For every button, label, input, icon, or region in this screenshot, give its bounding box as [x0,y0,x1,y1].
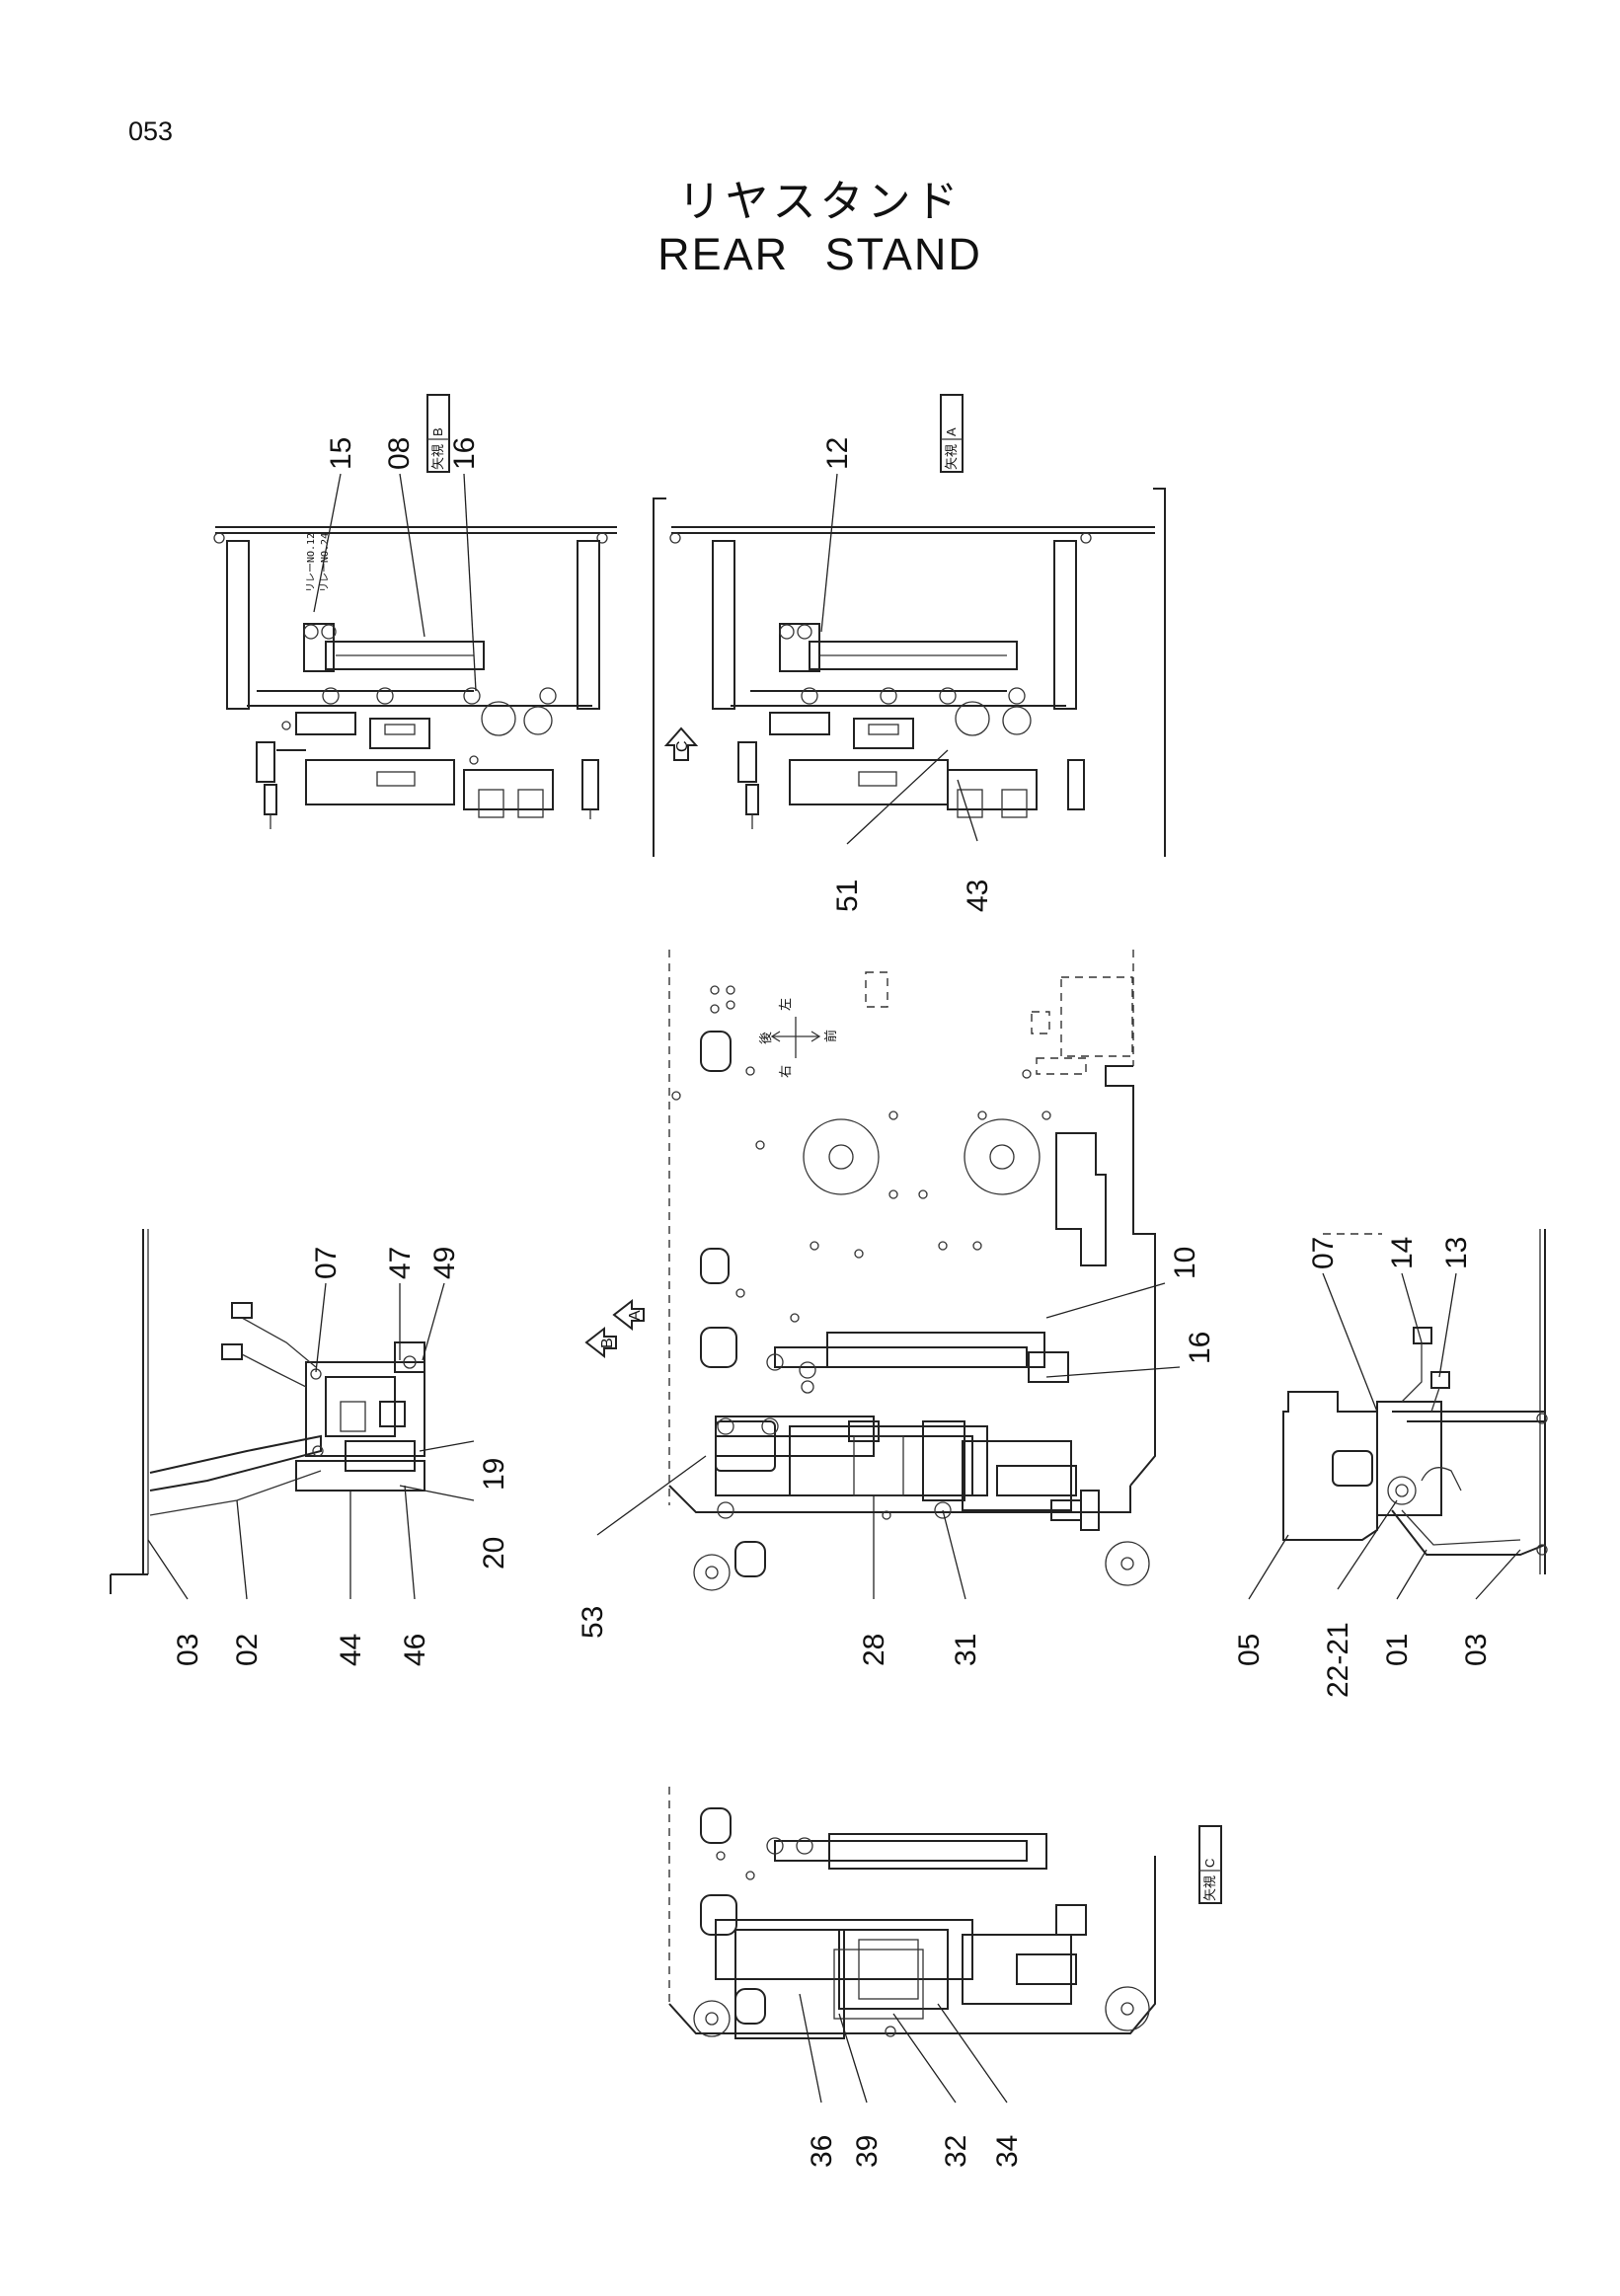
callout-14: 14 [1386,1237,1419,1269]
view-b-drawing [213,526,617,829]
callout-16-m: 16 [1184,1332,1216,1364]
svg-text:前: 前 [823,1030,839,1042]
callout-05: 05 [1233,1634,1266,1666]
page-number: 053 [128,116,174,146]
direction-indicator: 前 後 左 右 [759,998,839,1078]
right-side-drawing [1282,1229,1548,1574]
callout-22-21: 22-21 [1322,1622,1354,1698]
callout-47: 47 [384,1247,417,1279]
callout-13: 13 [1440,1237,1473,1269]
svg-text:リレーNO.24: リレーNO.24 [320,533,331,592]
callout-39: 39 [851,2135,884,2168]
callout-08: 08 [383,437,416,470]
callout-16-b: 16 [448,437,481,470]
callout-32: 32 [940,2135,972,2168]
callout-34: 34 [991,2135,1024,2168]
callout-36: 36 [806,2135,838,2168]
callout-46: 46 [399,1634,431,1666]
svg-text:B: B [430,427,445,436]
callout-19: 19 [478,1458,510,1491]
callout-03-l: 03 [172,1634,204,1666]
callout-12: 12 [821,437,854,470]
callout-43: 43 [962,880,994,912]
callout-10: 10 [1169,1247,1201,1279]
view-b-tag: 矢視 B [426,394,450,473]
title-english: REAR STAND [657,229,982,279]
view-a-tag: 矢視 A [940,394,964,473]
svg-text:C: C [1202,1859,1217,1868]
callout-31: 31 [950,1634,982,1666]
leader-lines [147,473,1521,2104]
callout-02: 02 [231,1634,264,1666]
callout-49: 49 [428,1247,461,1279]
callout-03-r: 03 [1460,1634,1493,1666]
callout-51: 51 [831,880,864,912]
title-japanese: リヤスタンド [677,177,963,227]
view-c-tag: 矢視 C [1198,1825,1222,1904]
arrows-a-b: A B [584,1298,645,1359]
callout-15: 15 [325,437,357,470]
callout-07-l: 07 [310,1247,343,1279]
svg-text:後: 後 [759,1032,774,1044]
arrow-c-label: C [674,740,691,752]
view-c-drawing [668,1787,1156,2039]
svg-text:A: A [627,1310,644,1321]
callout-numbers: 15 08 16 12 51 43 07 47 49 19 20 03 02 4… [172,437,1493,2168]
callout-01: 01 [1381,1634,1414,1666]
view-a-drawing [653,488,1166,857]
callout-53: 53 [577,1606,609,1639]
callout-44: 44 [335,1634,367,1666]
floor-plan-drawing [668,950,1156,1591]
svg-text:リレーNO.12: リレーNO.12 [306,533,317,592]
svg-text:矢視: 矢視 [430,444,445,470]
svg-text:A: A [944,427,959,436]
svg-text:矢視: 矢視 [1202,1875,1217,1901]
svg-text:B: B [599,1338,616,1348]
callout-28: 28 [858,1634,890,1666]
left-side-drawing [110,1229,425,1594]
svg-text:左: 左 [779,998,794,1011]
svg-text:右: 右 [779,1065,794,1078]
relay-labels: リレーNO.12 リレーNO.24 [306,533,331,592]
callout-20: 20 [478,1537,510,1569]
callout-07-r: 07 [1307,1237,1340,1269]
svg-text:矢視: 矢視 [944,444,959,470]
